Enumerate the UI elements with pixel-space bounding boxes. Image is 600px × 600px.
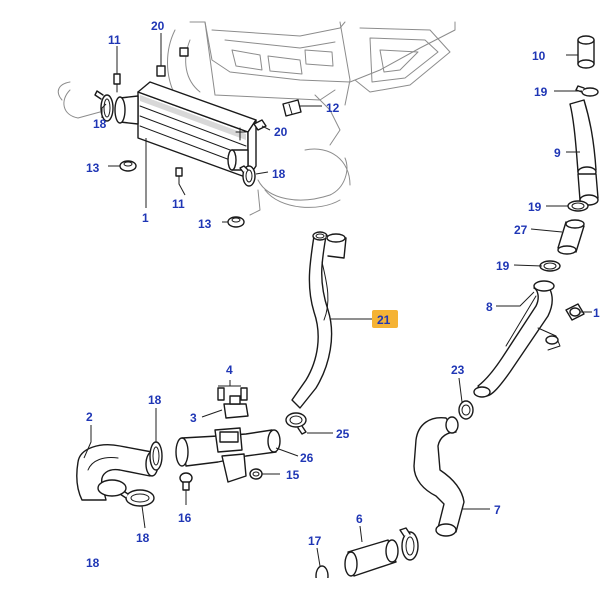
hose-8	[473, 280, 555, 398]
bottom-crop-edge	[0, 578, 600, 600]
bolt-4-right	[240, 387, 248, 401]
hose-clamp-19-lower	[539, 260, 561, 272]
callout-12: 12	[326, 101, 340, 115]
pipe-26	[175, 427, 281, 483]
callout-19-top: 19	[534, 85, 548, 99]
connector-10	[577, 35, 595, 69]
hose-clamp-23	[458, 400, 474, 420]
callout-26: 26	[300, 451, 314, 465]
callout-13-upper: 13	[86, 161, 100, 175]
callout-21-highlighted: 21	[372, 310, 398, 328]
hose-clamp-18-upper	[94, 90, 114, 122]
callout-11-upper: 11	[108, 33, 121, 47]
clip-top	[179, 47, 189, 57]
bracket-1-right	[565, 303, 585, 321]
intercooler	[114, 81, 257, 179]
callout-16: 16	[178, 511, 192, 525]
callout-19-mid: 19	[528, 200, 542, 214]
bracket-20-lower	[253, 119, 267, 131]
hose-clamp-18-lower	[239, 165, 256, 187]
connector-27	[557, 219, 585, 255]
bolt-11-lower	[175, 167, 183, 185]
callout-1-intercooler: 1	[142, 211, 149, 225]
callout-18-mid: 18	[272, 167, 286, 181]
callout-2: 2	[86, 410, 93, 424]
callout-19-lower: 19	[496, 259, 510, 273]
bolt-4-left	[217, 387, 225, 401]
hose-clamp-6	[399, 527, 419, 561]
callout-20-upper: 20	[151, 19, 165, 33]
callout-8: 8	[486, 300, 493, 314]
callout-10: 10	[532, 49, 546, 63]
callout-18-bottom: 18	[86, 556, 100, 570]
callout-13-lower: 13	[198, 217, 212, 231]
callout-23: 23	[451, 363, 465, 377]
hose-clamp-19-top	[575, 85, 599, 97]
highlight-badge	[372, 310, 398, 328]
callout-3: 3	[190, 411, 197, 425]
hose-2-end	[97, 479, 127, 497]
callout-25: 25	[336, 427, 350, 441]
nut-15	[249, 468, 263, 480]
callout-labels: 11 20 18 13 1 11 13 20 12 18 21 4 3 2 18…	[86, 19, 600, 570]
grommet-13-lower	[227, 216, 245, 228]
sensor-3	[223, 395, 249, 419]
leader-lines	[83, 33, 592, 567]
callout-18-left-upper: 18	[148, 393, 162, 407]
callout-15: 15	[286, 468, 300, 482]
callout-7: 7	[494, 503, 501, 517]
bracket-arm-right	[537, 327, 561, 351]
hose-clamp-18-left-lower	[119, 489, 155, 507]
callout-18-upper: 18	[93, 117, 107, 131]
bolt-16	[179, 472, 193, 491]
bracket-12	[282, 99, 302, 117]
intercooler-outlet-hose-21	[291, 231, 347, 409]
callout-21: 21	[377, 313, 391, 327]
hose-9	[569, 99, 599, 206]
callout-6: 6	[356, 512, 363, 526]
bolt-11-upper	[113, 73, 121, 93]
callout-11-lower: 11	[172, 197, 185, 211]
callout-1-right: 1	[593, 306, 600, 320]
hose-clamp-25	[285, 412, 307, 435]
hose-7	[413, 416, 465, 537]
callout-18-left-lower: 18	[136, 531, 150, 545]
callout-4: 4	[226, 363, 233, 377]
callout-27: 27	[514, 223, 528, 237]
hose-clamp-18-left-upper	[149, 441, 163, 471]
bracket-20-upper	[156, 53, 166, 77]
hose-clamp-19-mid	[567, 200, 589, 212]
callout-20-lower: 20	[274, 125, 288, 139]
callout-17: 17	[308, 534, 322, 548]
grommet-13-upper	[119, 160, 137, 172]
pipe-6	[344, 539, 399, 577]
callout-9: 9	[554, 146, 561, 160]
